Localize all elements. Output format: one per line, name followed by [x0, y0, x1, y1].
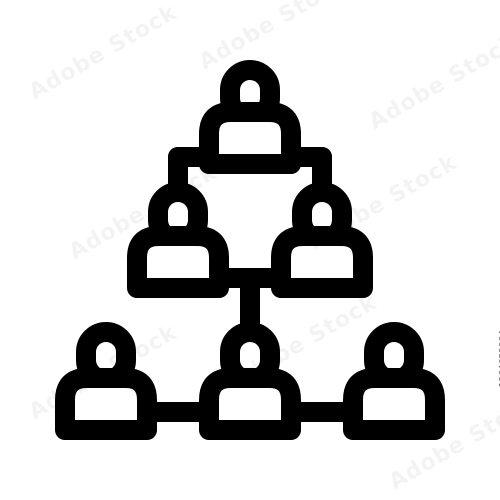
person-mid-left	[127, 182, 229, 298]
person-bottom-left	[55, 322, 157, 440]
person-mid-right	[271, 182, 373, 298]
person-body	[271, 226, 373, 298]
person-body	[199, 102, 301, 174]
person-body	[199, 368, 301, 440]
person-bottom-right	[343, 322, 445, 440]
person-top	[199, 60, 301, 174]
person-body	[55, 368, 157, 440]
person-body	[127, 226, 229, 298]
person-body	[343, 368, 445, 440]
person-bottom-center	[199, 322, 301, 440]
